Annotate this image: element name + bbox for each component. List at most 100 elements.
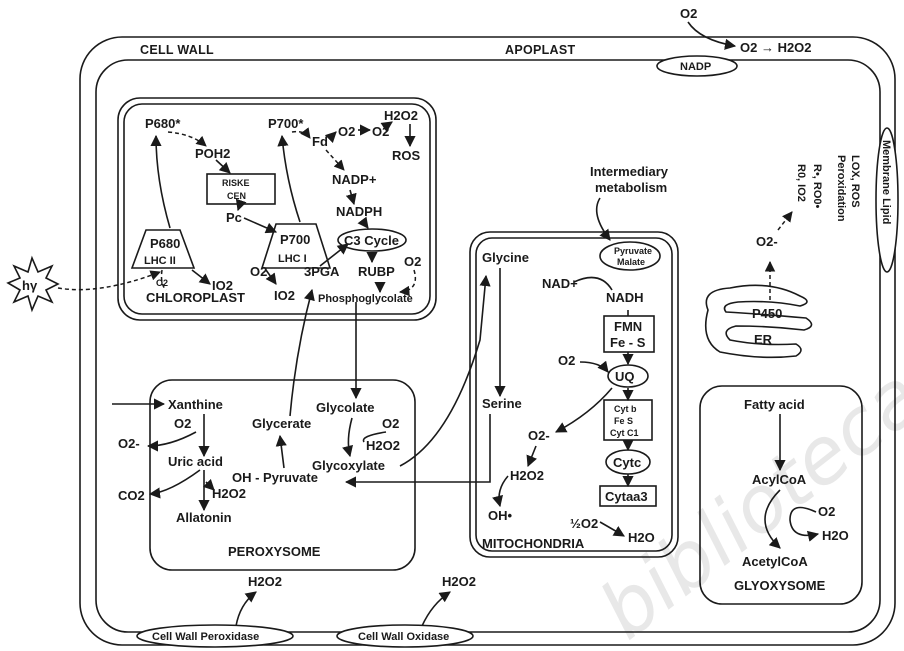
chloro-phosphoglycolate: Phosphoglycolate (318, 293, 413, 305)
mitochondria-label: MITOCHONDRIA (482, 536, 585, 551)
cytb-label-3: Cyt C1 (610, 428, 639, 438)
fes-label: Fe - S (610, 335, 646, 350)
cell-wall-label: CELL WALL (140, 43, 214, 57)
perox-o2: O2 (174, 416, 191, 431)
chloro-nadp: NADP+ (332, 172, 377, 187)
light-arrow (57, 270, 161, 291)
chloro-3pga: 3PGA (304, 264, 340, 279)
chloro-rubp: RUBP (358, 264, 395, 279)
p700-label: P700 (280, 232, 310, 247)
light-label: hγ (22, 278, 38, 293)
nadp-label: NADP (680, 61, 711, 73)
nadh-label: NADH (606, 290, 644, 305)
peroxysome-label: PEROXYSOME (228, 544, 321, 559)
arrow-p680-up (150, 134, 171, 229)
arrow-fd-nadp (325, 149, 345, 171)
mito-oh: OH• (488, 508, 513, 523)
arrow-h2o2-oh (492, 475, 509, 508)
arrow-p680star-poh2 (167, 131, 207, 147)
glyox-h2o: H2O (822, 528, 849, 543)
lhc2-label: LHC II (144, 255, 176, 267)
arrow-lhc2-io2 (191, 269, 211, 285)
arrow-o2-h2o-mito (599, 521, 625, 537)
cytb-label-2: Fe S (614, 416, 633, 426)
uq-label: UQ (615, 369, 635, 384)
half-o2-label: ½O2 (570, 516, 598, 531)
cell-wall-peroxidase-label: Cell Wall Peroxidase (152, 631, 259, 643)
perox-o2rad: O2- (118, 436, 140, 451)
arrow-lhc1-io2 (265, 269, 277, 285)
mito-h2o2: H2O2 (510, 468, 544, 483)
p700-star: P700* (268, 116, 304, 131)
er-o2rad: O2- (756, 234, 778, 249)
chloro-ros: ROS (392, 148, 421, 163)
fmn-box (603, 315, 655, 353)
chloroplast-outer (117, 97, 437, 321)
arrow-o2rad-h2o2-mito (526, 445, 537, 468)
lox-ros-label: LOX, ROS (849, 155, 861, 208)
membrane-lipid-enzyme (875, 127, 899, 273)
cytb-label-1: Cyt b (614, 404, 637, 414)
light-burst-icon (6, 255, 60, 313)
glycerate-label: Glycerate (252, 416, 311, 431)
chloroplast-label: CHLOROPLAST (146, 290, 245, 305)
chloro-nadph: NADPH (336, 204, 382, 219)
xanthine-label: Xanthine (168, 397, 223, 412)
malate-label: Malate (617, 257, 645, 267)
er-membrane (704, 284, 813, 359)
arrow-glycoxylate-glycine (399, 274, 491, 467)
uric-acid-label: Uric acid (168, 454, 223, 469)
arrow-oxidase-h2o2 (421, 591, 451, 627)
glyoxysome-label: GLYOXYSOME (734, 578, 826, 593)
p680-label: P680 (150, 236, 180, 251)
cell-wall-peroxidase-oval (136, 624, 294, 648)
pyruvate-label: Pyruvate (614, 246, 652, 256)
chloro-io2-b: IO2 (274, 288, 295, 303)
chloro-h2o2: H2O2 (384, 108, 418, 123)
arrow-intermediary-pyruvate (595, 197, 611, 241)
c3-cycle-oval (337, 228, 407, 252)
arrow-glycerate-3pga (289, 288, 315, 417)
mitochondria-inner (475, 237, 673, 552)
arrow-p700star-fd (291, 127, 311, 139)
cytc-label: Cytc (613, 455, 641, 470)
arrow-lhc2-o2 (160, 269, 167, 291)
chloro-o2-e: O2 (250, 264, 267, 279)
arrow-uric-co2 (148, 469, 201, 499)
arrow-o2-h2o2-perox (362, 431, 387, 443)
mito-o2: O2 (558, 353, 575, 368)
perox-h2o2-a: H2O2 (212, 486, 246, 501)
arrow-glycolate-glycoxylate (342, 417, 353, 458)
perox-co2: CO2 (118, 488, 145, 503)
arrow-fd-o2 (324, 131, 337, 144)
cell-wall-oxidase-label: Cell Wall Oxidase (358, 631, 449, 643)
wall-h2o2-b: H2O2 (442, 574, 476, 589)
glycoxylate-label: Glycoxylate (312, 458, 385, 473)
oh-pyruvate-label: OH - Pyruvate (232, 470, 318, 485)
er-radicals-1: R•, RO0• (811, 164, 823, 209)
arrow-o2-uq (579, 360, 609, 373)
perox-h2o2-b: H2O2 (366, 438, 400, 453)
chloro-o2-a: O2 (338, 124, 355, 139)
arrow-acyl-acetyl (764, 489, 781, 549)
glyox-o2: O2 (818, 504, 835, 519)
cytaa3-label: Cytaa3 (605, 489, 648, 504)
mitochondria-outer (469, 231, 679, 558)
lhc1-box (260, 223, 332, 269)
arrow-riske-pc (235, 198, 247, 212)
peroxidation-label: Peroxidation (835, 155, 847, 222)
arrow-nad-nadh (573, 276, 613, 291)
cen-label: CEN (227, 191, 246, 201)
p680-star: P680* (145, 116, 181, 131)
glycolate-label: Glycolate (316, 400, 375, 415)
intermediary-label-2: metabolism (595, 180, 667, 195)
peroxysome-box (149, 379, 416, 571)
arrow-uric-h2o2 (202, 478, 215, 491)
riske-label: RISKE (222, 178, 250, 188)
mito-o2rad: O2- (528, 428, 550, 443)
arrow-uq-o2rad (555, 387, 613, 433)
o2-to-nadp-arrow (687, 21, 737, 50)
allatonin-label: Allatonin (176, 510, 232, 525)
fd-label: Fd (312, 134, 328, 149)
